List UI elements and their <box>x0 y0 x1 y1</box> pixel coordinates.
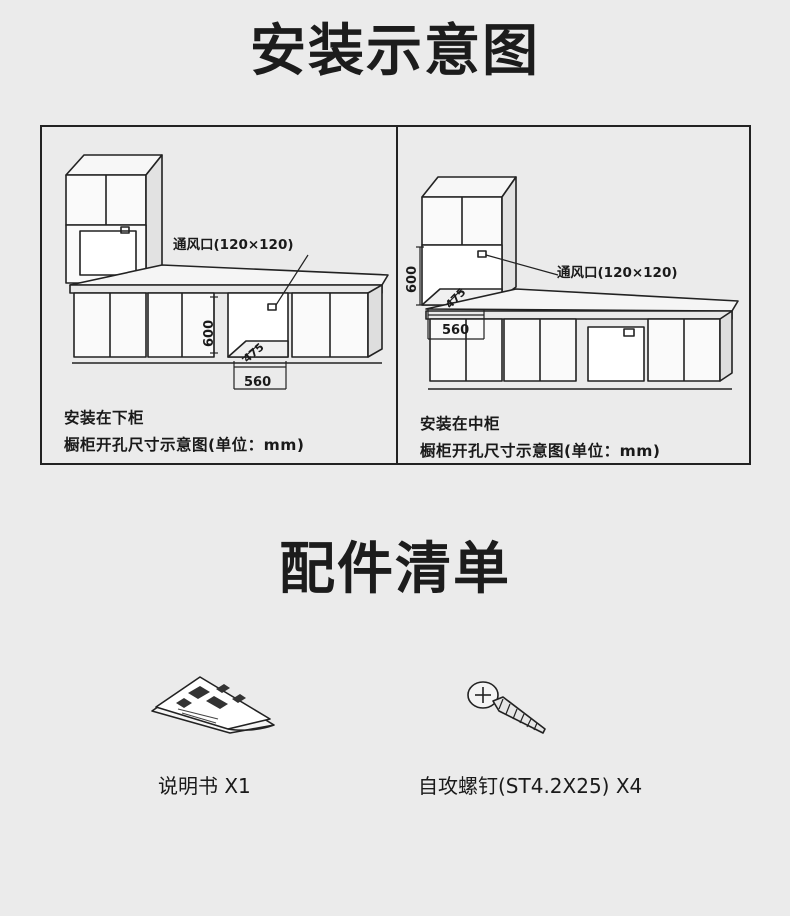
lower-cabinet-drawing: 通风口(120×120) 600 475 560 <box>65 154 389 390</box>
caption-line-1: 安装在下柜 <box>64 409 145 427</box>
middle-cabinet-drawing: 通风口(120×120) 600 475 560 <box>405 176 739 390</box>
middle-cabinet-panel: 通风口(120×120) 600 475 560 安装在中柜 橱柜开孔尺寸示意图… <box>396 125 751 465</box>
parts-list-title: 配件清单 <box>279 537 511 602</box>
caption-line-1: 安装在中柜 <box>420 415 501 433</box>
dim-height-label: 600 <box>405 266 420 293</box>
caption-line-2: 橱柜开孔尺寸示意图(单位：mm) <box>420 442 661 460</box>
vent-label: 通风口(120×120) <box>557 265 678 281</box>
dim-height-label: 600 <box>202 320 217 347</box>
lower-cabinet-panel: 通风口(120×120) 600 475 560 安装在下柜 橱柜开孔尺寸示意图… <box>40 125 398 465</box>
lower-cabinet-caption: 安装在下柜 橱柜开孔尺寸示意图(单位：mm) <box>64 405 304 459</box>
dim-width-label: 560 <box>442 323 469 338</box>
caption-line-2: 橱柜开孔尺寸示意图(单位：mm) <box>64 436 305 454</box>
middle-cabinet-caption: 安装在中柜 橱柜开孔尺寸示意图(单位：mm) <box>420 411 660 465</box>
manual-booklet-icon <box>148 673 278 741</box>
dim-width-label: 560 <box>244 375 271 390</box>
vent-label: 通风口(120×120) <box>173 237 294 253</box>
screw-label: 自攻螺钉(ST4.2X25) X4 <box>418 774 643 798</box>
screw-icon <box>465 675 551 741</box>
manual-label: 说明书 X1 <box>158 774 251 798</box>
install-diagram-title: 安装示意图 <box>250 19 540 84</box>
